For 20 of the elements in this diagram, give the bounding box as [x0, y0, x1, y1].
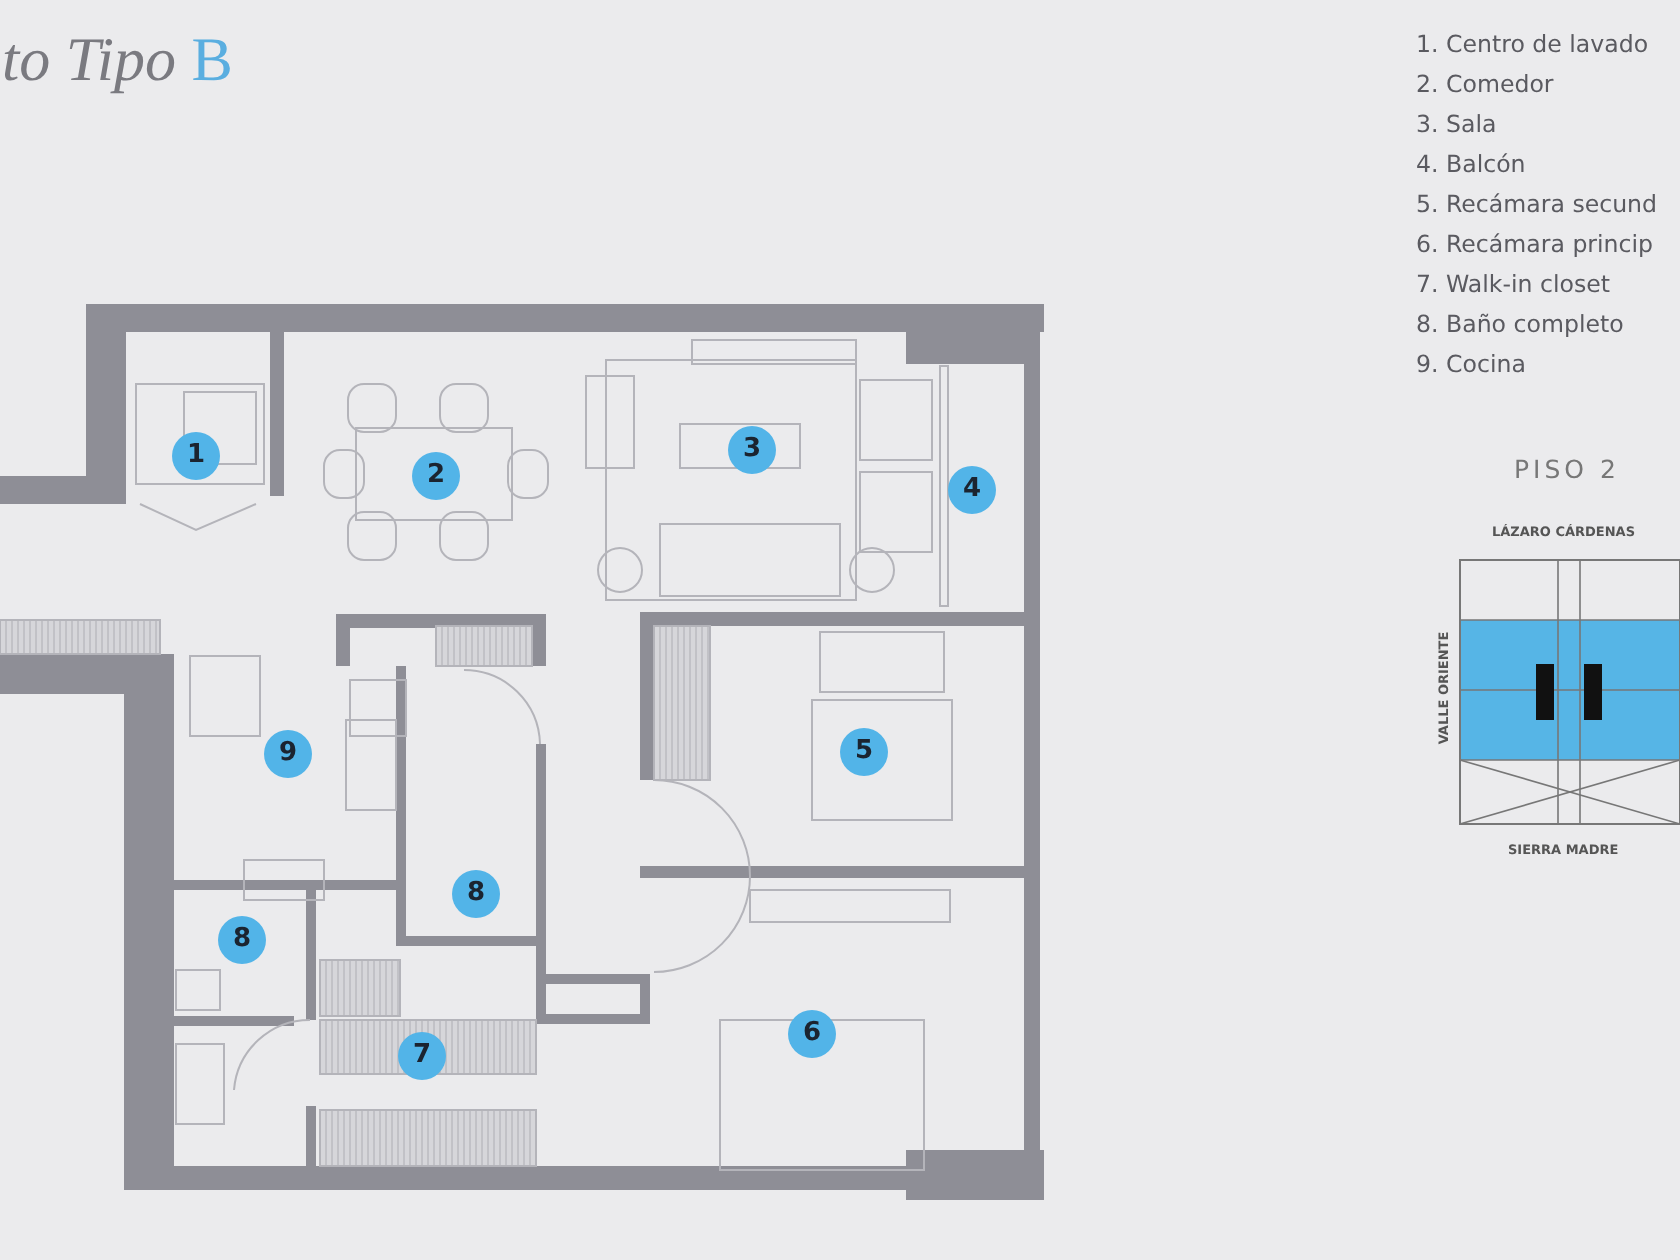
floor-heading: PISO 2 — [1514, 454, 1620, 484]
room-list-item: 9. Cocina — [1416, 350, 1526, 378]
room-list-item: 8. Baño completo — [1416, 310, 1624, 338]
callout-number: 3 — [728, 426, 776, 474]
callout-number: 6 — [788, 1010, 836, 1058]
room-list-item: 7. Walk-in closet — [1416, 270, 1611, 298]
callout-number: 2 — [412, 452, 460, 500]
callout-number: 5 — [840, 728, 888, 776]
room-list-item: 1. Centro de lavado — [1416, 30, 1649, 58]
room-list-item: 5. Recámara secund — [1416, 190, 1658, 218]
callout-number: 1 — [172, 432, 220, 480]
callout-number: 9 — [264, 730, 312, 778]
room-list-item: 4. Balcón — [1416, 150, 1526, 178]
page-title: to Tipo B — [2, 24, 233, 96]
room-list-item: 6. Recámara princip — [1416, 230, 1654, 258]
callout-number: 8 — [452, 870, 500, 918]
room-list-item: 2. Comedor — [1416, 70, 1554, 98]
callout-number: 4 — [948, 466, 996, 514]
room-list-item: 3. Sala — [1416, 110, 1497, 138]
callout-number: 8 — [218, 916, 266, 964]
